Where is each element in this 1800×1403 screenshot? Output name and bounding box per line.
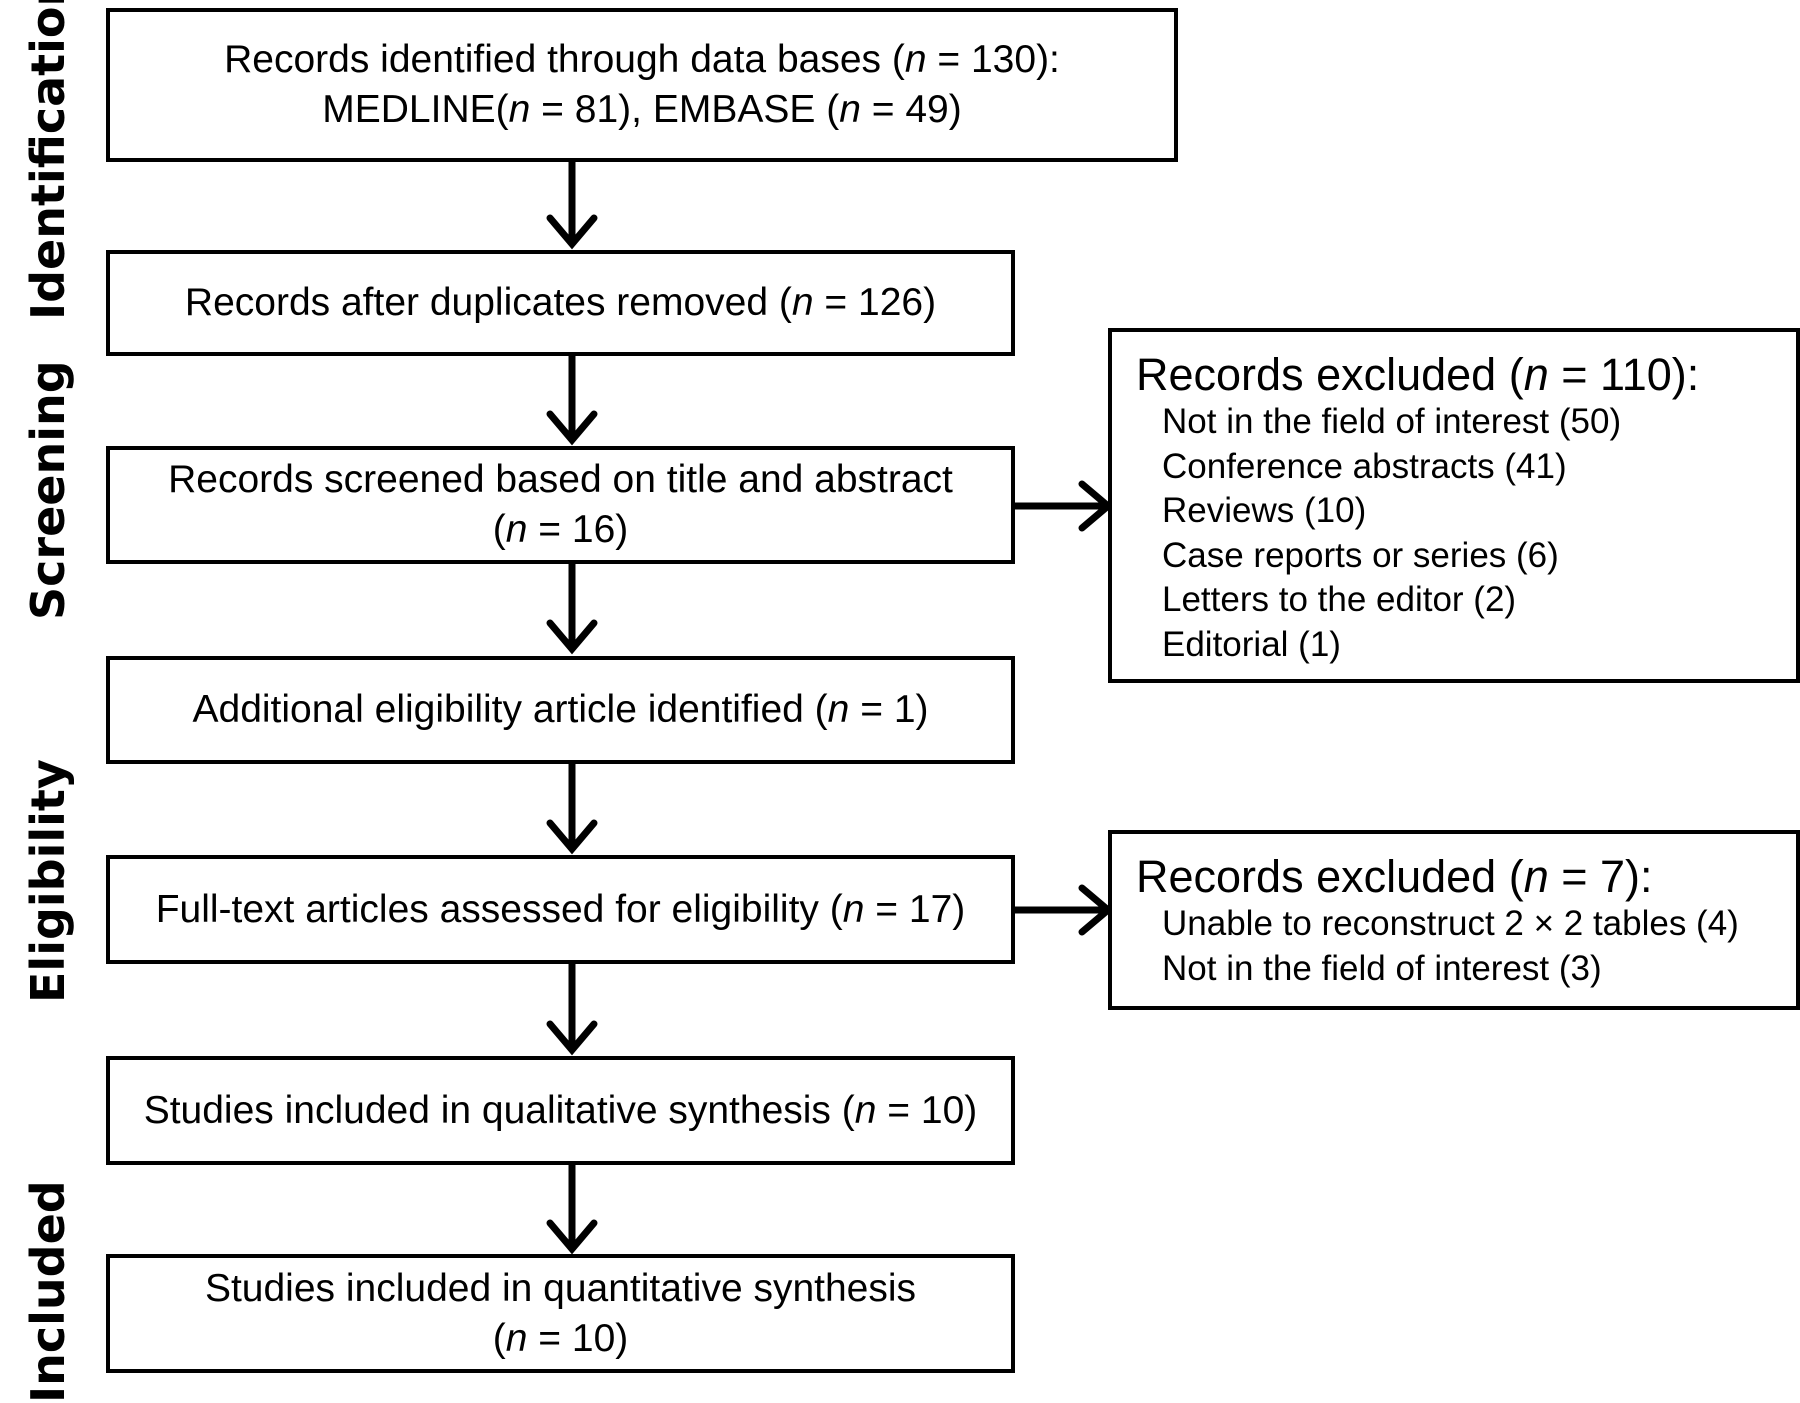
qualitative-synthesis-text: Studies included in qualitative synthesi… [143, 1088, 978, 1132]
records-identified-line1: Records identified through data bases (n… [224, 38, 1060, 82]
records-screened-line2: (n = 16) [492, 508, 629, 551]
excluded-screening-heading: Records excluded (n = 110): [1136, 349, 1700, 400]
list-item: Reviews (10) [1162, 491, 1367, 531]
records-identified-line2: MEDLINE(n = 81), EMBASE (n = 49) [322, 88, 962, 131]
additional-article-text: Additional eligibility article identifie… [192, 688, 929, 732]
records-identified-box: Records identified through data bases (n… [106, 8, 1178, 162]
excluded-eligibility-box: Records excluded (n = 7): Unable to reco… [1108, 830, 1800, 1010]
fulltext-assessed-text: Full-text articles assessed for eligibil… [155, 887, 966, 931]
list-item: Not in the field of interest (50) [1162, 402, 1622, 442]
list-item: Letters to the editor (2) [1162, 580, 1517, 620]
fulltext-assessed-box: Full-text articles assessed for eligibil… [106, 855, 1015, 964]
quantitative-synthesis-line1: Studies included in quantitative synthes… [204, 1266, 917, 1310]
list-item: Editorial (1) [1162, 624, 1341, 664]
duplicates-removed-text: Records after duplicates removed (n = 12… [184, 281, 937, 325]
list-item: Not in the field of interest (3) [1162, 948, 1602, 988]
excluded-eligibility-heading: Records excluded (n = 7): [1136, 851, 1653, 902]
list-item: Case reports or series (6) [1162, 535, 1559, 575]
quantitative-synthesis-line2: (n = 10) [492, 1316, 629, 1360]
quantitative-synthesis-box: Studies included in quantitative synthes… [106, 1254, 1015, 1373]
records-screened-box: Records screened based on title and abst… [106, 446, 1015, 564]
list-item: Conference abstracts (41) [1162, 446, 1567, 486]
list-item: Unable to reconstruct 2 × 2 tables (4) [1162, 904, 1739, 944]
additional-article-box: Additional eligibility article identifie… [106, 656, 1015, 764]
qualitative-synthesis-box: Studies included in qualitative synthesi… [106, 1056, 1015, 1165]
duplicates-removed-box: Records after duplicates removed (n = 12… [106, 250, 1015, 356]
excluded-screening-box: Records excluded (n = 110): Not in the f… [1108, 328, 1800, 683]
records-screened-line1: Records screened based on title and abst… [168, 458, 953, 502]
